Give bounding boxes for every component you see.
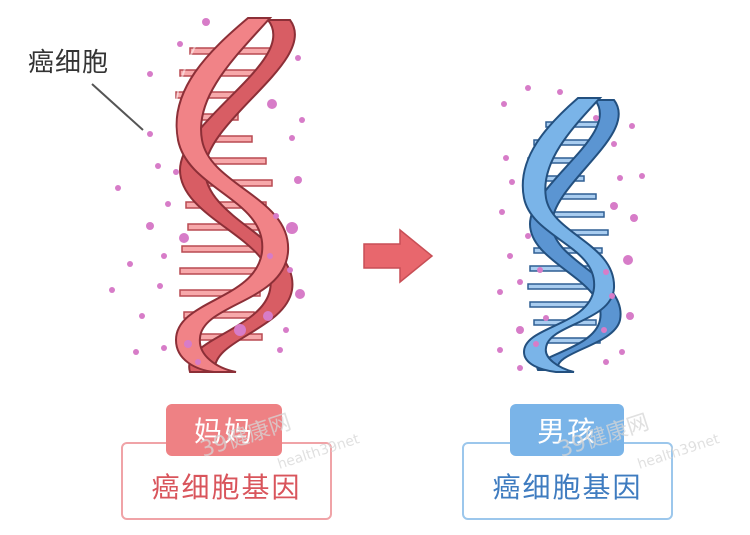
callout-leader-line (91, 83, 144, 131)
boy-cancer-cell-dots (497, 85, 645, 371)
cancer-cell-callout-label: 癌细胞 (28, 48, 110, 78)
boy-dna-helix (521, 97, 622, 373)
mother-dna-helix (173, 17, 296, 373)
boy-tag: 男孩 (510, 404, 624, 456)
mother-cancer-cell-dots (109, 18, 305, 365)
mother-tag: 妈妈 (166, 404, 282, 456)
right-arrow-icon (363, 228, 434, 284)
